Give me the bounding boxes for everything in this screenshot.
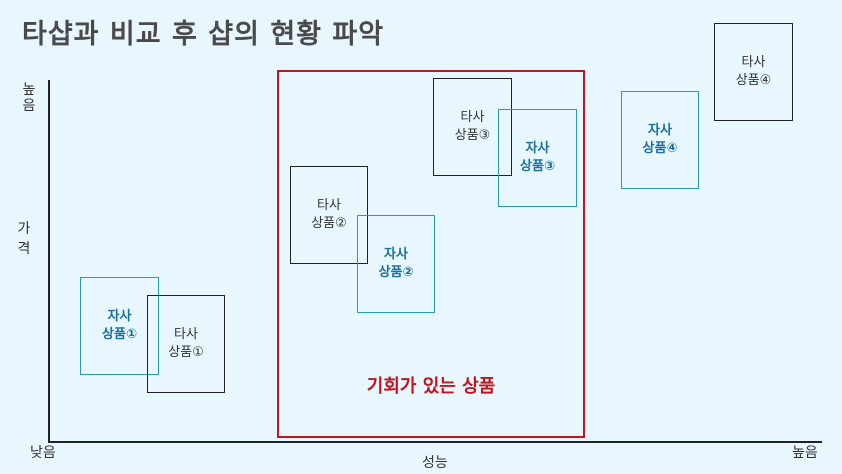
x-axis-line bbox=[48, 441, 822, 443]
competitor-product-3-line2: 상품③ bbox=[454, 128, 491, 143]
y-axis-high-label: 높음 bbox=[22, 82, 36, 114]
x-axis-low-label: 낮음 bbox=[30, 445, 56, 461]
our-product-2-line1: 자사 bbox=[384, 247, 408, 262]
page-title: 타샵과 비교 후 샵의 현황 파악 bbox=[22, 19, 385, 50]
competitor-product-4-line2: 상품④ bbox=[735, 73, 772, 88]
competitor-product-1-line1: 타사 bbox=[174, 327, 198, 342]
our-product-3-line1: 자사 bbox=[525, 141, 550, 156]
y-axis-title: 가격 bbox=[17, 221, 31, 257]
our-product-1-line2: 상품① bbox=[102, 327, 137, 342]
opportunity-region bbox=[277, 70, 585, 438]
our-product-1-line1: 자사 bbox=[107, 309, 132, 324]
y-axis-line bbox=[48, 80, 50, 442]
competitor-product-3-line1: 타사 bbox=[460, 110, 485, 125]
competitor-product-2-line1: 타사 bbox=[317, 198, 341, 213]
x-axis-title: 성능 bbox=[422, 455, 448, 471]
x-axis-high-label: 높음 bbox=[792, 445, 818, 461]
our-product-4-line1: 자사 bbox=[648, 123, 672, 138]
competitor-product-4-line1: 타사 bbox=[741, 55, 766, 70]
opportunity-label: 기회가 있는 상품 bbox=[366, 376, 496, 397]
competitor-product-2-line2: 상품② bbox=[311, 216, 347, 231]
our-product-3-line2: 상품③ bbox=[520, 159, 555, 174]
competitor-product-1-line2: 상품① bbox=[168, 345, 204, 360]
our-product-2-line2: 상품② bbox=[378, 265, 414, 280]
our-product-4-line2: 상품④ bbox=[642, 141, 678, 156]
